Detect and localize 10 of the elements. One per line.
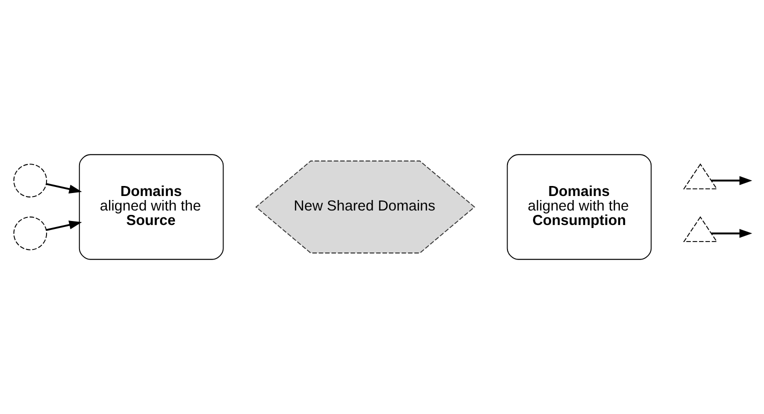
node-circle bbox=[13, 164, 48, 198]
arrow bbox=[712, 176, 752, 186]
arrow bbox=[712, 228, 752, 238]
node-triangle bbox=[683, 163, 718, 190]
node-triangle bbox=[683, 216, 718, 242]
arrow bbox=[46, 183, 82, 194]
node-box: Domains aligned with the Consumption bbox=[506, 154, 652, 260]
node-circle bbox=[13, 216, 48, 250]
arrow bbox=[46, 220, 82, 231]
node-box: Domains aligned with the Source bbox=[78, 154, 224, 260]
